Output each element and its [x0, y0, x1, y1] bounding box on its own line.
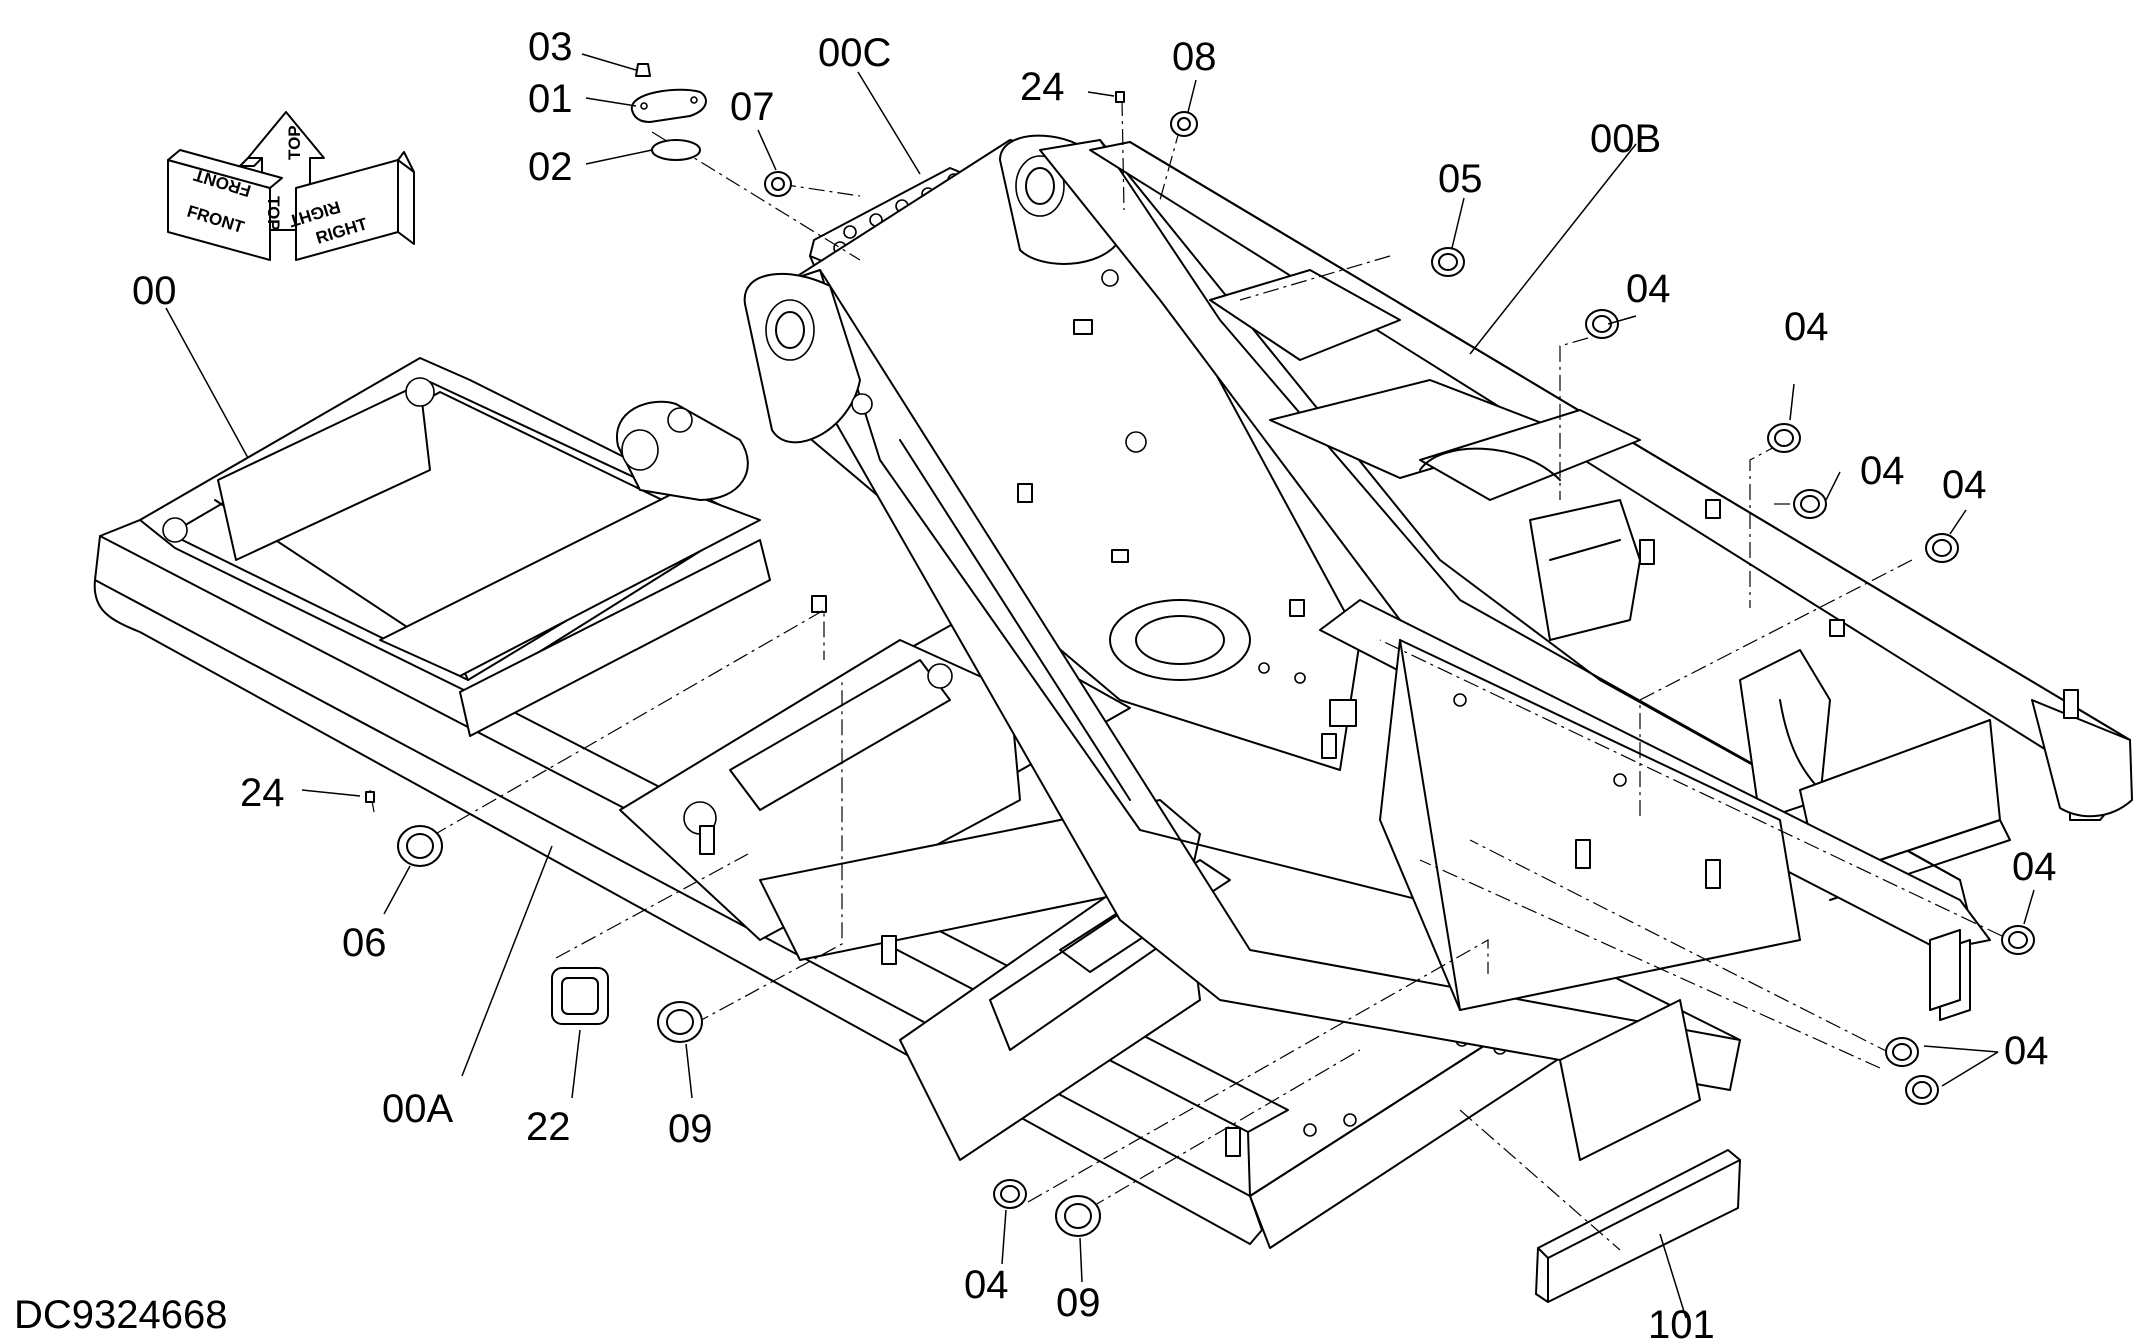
- callout-08: 08: [1172, 35, 1217, 79]
- callout-04-c: 04: [1860, 449, 1905, 493]
- assembly-lines: [369, 99, 2003, 1251]
- callout-02: 02: [528, 145, 573, 189]
- main-frame: [93, 357, 1561, 1249]
- top-label: TOP: [264, 196, 283, 231]
- grommet-04-e-icon: [2001, 925, 2035, 955]
- callout-04-a: 04: [1626, 267, 1671, 311]
- grommet-04-f-icon: [1885, 1037, 1919, 1067]
- callout-05: 05: [1438, 157, 1483, 201]
- pin-24-left-icon: [365, 791, 375, 803]
- right-side-frame: [1089, 141, 2133, 1161]
- part-101-bar: [1535, 1149, 1741, 1303]
- grommet-04-d-icon: [1925, 533, 1959, 563]
- callout-00B: 00B: [1590, 117, 1661, 161]
- callout-01: 01: [528, 77, 573, 121]
- callout-09-a: 09: [668, 1107, 713, 1151]
- grommet-05-icon: [1431, 247, 1465, 277]
- top-label-mirror: TOP: [285, 125, 304, 160]
- leader-lines: [165, 53, 2035, 1319]
- callout-22: 22: [526, 1105, 571, 1149]
- callout-04-f: 04: [2004, 1029, 2049, 1073]
- grommet-06-icon: [397, 825, 443, 867]
- seal-22-icon: [551, 967, 609, 1025]
- grommet-09-a-icon: [657, 1001, 703, 1043]
- drawing-id: DC9324668: [14, 1293, 228, 1337]
- gasket-02-icon: [651, 139, 701, 161]
- grommet-07-icon: [764, 171, 792, 197]
- small-parts: [365, 63, 2035, 1237]
- pin-24-top-icon: [1115, 91, 1125, 103]
- callout-04-b: 04: [1784, 305, 1829, 349]
- callout-24-left: 24: [240, 771, 285, 815]
- callout-00A: 00A: [382, 1087, 453, 1131]
- callout-03: 03: [528, 25, 573, 69]
- orientation-arrows-icon: FRONT FRONT TOP TOP RIGHT RIGHT: [167, 111, 415, 261]
- grommet-04-c-icon: [1793, 489, 1827, 519]
- grommet-08-icon: [1170, 111, 1198, 137]
- callout-04-d: 04: [1942, 463, 1987, 507]
- grommet-09-b-icon: [1055, 1195, 1101, 1237]
- callout-00: 00: [132, 269, 177, 313]
- callout-24-top: 24: [1020, 65, 1065, 109]
- callout-labels: 03 01 02 00C 07 24 08 05 00B 04 04 04 04…: [14, 25, 2057, 1341]
- callout-09-b: 09: [1056, 1281, 1101, 1325]
- grommet-04-b-icon: [1767, 423, 1801, 453]
- callout-04-e: 04: [2012, 845, 2057, 889]
- callout-07: 07: [730, 85, 775, 129]
- grommet-04-g-icon: [1905, 1075, 1939, 1105]
- bolt-03-icon: [635, 63, 651, 77]
- grommet-04-h-icon: [993, 1179, 1027, 1209]
- cover-plate-01-icon: [630, 88, 707, 123]
- callout-00C: 00C: [818, 31, 891, 75]
- callout-04-g: 04: [964, 1263, 1009, 1307]
- callout-06: 06: [342, 921, 387, 965]
- grommet-04-a-icon: [1585, 309, 1619, 339]
- callout-101: 101: [1648, 1303, 1715, 1341]
